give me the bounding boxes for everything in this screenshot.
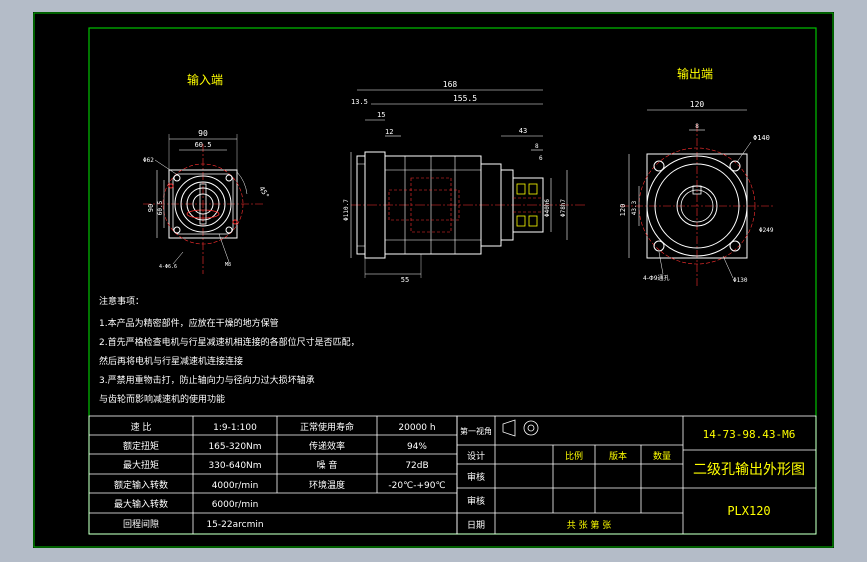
projection-label: 第一视角: [460, 426, 492, 436]
spec-value: 165-320Nm: [208, 442, 261, 452]
output-end-title: 输出端: [677, 66, 713, 81]
spec-label: 传递效率: [309, 440, 345, 452]
dim-input-height: 90: [147, 204, 155, 212]
spec-value: 15-22arcmin: [206, 520, 263, 530]
dim-input-thread: M8: [225, 262, 231, 268]
sheets-label: 共 张 第 张: [567, 519, 612, 531]
output-end-view: 输出端 120 8 Φ140 120 43.3 Φ249 Φ130 4-Φ9通孔: [619, 66, 774, 286]
spec-row: 额定输入转数 4000r/min 环境温度 -20℃-+90℃: [114, 479, 446, 491]
spec-table: [88, 415, 458, 535]
dim-output-width: 120: [690, 100, 705, 109]
spec-label: 环境温度: [309, 479, 345, 491]
title-block: [456, 415, 817, 535]
dim-output-holes: 4-Φ9通孔: [643, 274, 670, 282]
spec-value: 6000r/min: [212, 500, 259, 510]
spec-value: 20000 h: [398, 423, 435, 433]
drawing-svg: 输入端 90 60.5 90 60.5 Φ62 45°: [33, 12, 834, 548]
spec-rows: 速 比 1:9-1:100 正常使用寿命 20000 h 额定扭矩 165-32…: [114, 421, 446, 530]
note-line-5: 与齿轮而影响减速机的使用功能: [99, 393, 225, 405]
dim-side-dia-c: Φ78h7: [560, 199, 567, 217]
note-line-3: 然后再将电机与行星减速机连接连接: [99, 355, 243, 367]
drawing-code: 14-73-98.43-M6: [703, 428, 796, 441]
dim-output-phi249: Φ249: [759, 227, 774, 234]
version-label: 版本: [609, 450, 627, 462]
dim-input-holes: 4-Φ6.6: [159, 264, 177, 270]
input-end-title: 输入端: [187, 72, 223, 87]
spec-label: 噪 音: [317, 459, 338, 471]
spec-value: 330-640Nm: [208, 461, 261, 471]
note-line-4: 3.严禁用重物击打，防止轴向力与径向力过大损坏轴承: [99, 374, 315, 386]
spec-label: 额定输入转数: [114, 479, 168, 491]
dim-input-width: 90: [198, 129, 208, 138]
spec-value: 72dB: [405, 461, 428, 471]
dim-side-8: 8: [535, 143, 539, 150]
dim-side-55: 55: [401, 276, 409, 284]
spec-label: 正常使用寿命: [300, 421, 354, 433]
side-view: 168 155.5 13.5 15 12 43 8 6 55 Φ110.7 Φ4…: [343, 80, 585, 284]
model-name: PLX120: [727, 504, 770, 518]
quantity-label: 数量: [653, 450, 671, 462]
spec-label: 回程间隙: [123, 518, 159, 530]
dim-side-6: 6: [539, 155, 543, 162]
drawing-canvas: 输入端 90 60.5 90 60.5 Φ62 45°: [33, 12, 834, 548]
dim-output-433: 43.3: [631, 200, 638, 215]
dim-output-phi140: Φ140: [753, 134, 770, 142]
spec-row: 回程间隙 15-22arcmin: [123, 518, 264, 530]
dim-side-12: 12: [385, 128, 393, 136]
dim-side-dia-b: Φ40h6: [544, 199, 551, 217]
dim-side-43: 43: [519, 127, 527, 135]
dim-output-height: 120: [619, 204, 627, 217]
dim-input-angle: 45°: [257, 185, 270, 200]
spec-row: 额定扭矩 165-320Nm 传递效率 94%: [123, 440, 427, 452]
outer-border: [33, 12, 834, 548]
review-label: 审核: [467, 495, 485, 507]
dim-output-phi130: Φ130: [733, 277, 748, 284]
drawing-title: 二级孔输出外形图: [693, 462, 805, 478]
dim-side-dia-a: Φ110.7: [343, 199, 350, 221]
note-line-1: 1.本产品为精密部件，应放在干燥的地方保管: [99, 317, 279, 329]
dim-input-height-pcd: 60.5: [157, 200, 164, 215]
technical-notes: 注意事项： 1.本产品为精密部件，应放在干燥的地方保管 2.首先严格检查电机与行…: [99, 295, 360, 405]
dim-side-155: 155.5: [453, 94, 477, 103]
dim-side-13: 13.5: [351, 98, 368, 106]
spec-label: 最大输入转数: [114, 498, 168, 510]
dim-output-key: 8: [695, 123, 699, 130]
spec-value: 4000r/min: [212, 481, 259, 491]
design-label: 设计: [467, 450, 485, 462]
title-block-text: 第一视角 设计 审核 审核 日期 比例 版本 数量 共 张 第 张 14-73-…: [460, 419, 805, 531]
projection-symbol: [502, 419, 539, 437]
check-label: 审核: [467, 471, 485, 483]
spec-row: 速 比 1:9-1:100 正常使用寿命 20000 h: [131, 421, 436, 433]
spec-label: 最大扭矩: [123, 459, 159, 471]
dim-side-168: 168: [443, 80, 458, 89]
dim-input-phi: Φ62: [143, 157, 154, 164]
dim-side-15: 15: [377, 111, 385, 119]
spec-value: 94%: [407, 442, 427, 452]
spec-value: 1:9-1:100: [213, 423, 257, 433]
spec-label: 额定扭矩: [123, 440, 159, 452]
spec-row: 最大输入转数 6000r/min: [114, 498, 258, 510]
spec-label: 速 比: [131, 421, 152, 433]
scale-label: 比例: [565, 450, 583, 462]
notes-heading: 注意事项：: [99, 295, 144, 307]
date-label: 日期: [467, 520, 485, 531]
dim-input-pcd: 60.5: [195, 141, 212, 149]
spec-value: -20℃-+90℃: [388, 481, 445, 491]
input-end-view: 输入端 90 60.5 90 60.5 Φ62 45°: [143, 72, 271, 274]
note-line-2: 2.首先严格检查电机与行星减速机相连接的各部位尺寸是否匹配，: [99, 336, 360, 348]
spec-row: 最大扭矩 330-640Nm 噪 音 72dB: [123, 459, 429, 471]
